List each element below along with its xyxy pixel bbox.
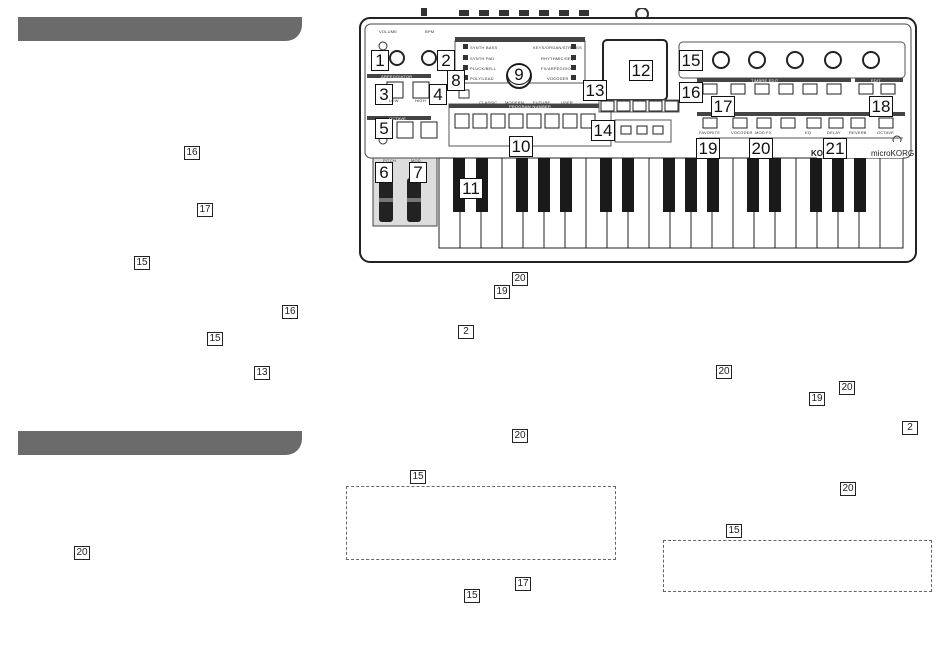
callout-17: 17 [711,96,735,117]
ref-marker: 17 [197,203,213,217]
ref-marker: 15 [410,470,426,484]
ref-marker: 2 [902,421,918,435]
category-label: FX/ARPEGGIO [541,66,571,71]
panel-label: HIGH [415,98,426,103]
panel-label: MOD [411,158,421,163]
ref-marker: 20 [512,429,528,443]
panel-label: OCTAVE [389,116,407,121]
callout-18: 18 [869,96,893,117]
note-box [663,540,932,592]
callout-19: 19 [696,138,720,159]
synth-front-panel: KORG microKORG 1 2 3 4 5 6 7 8 9 10 11 1… [359,7,919,266]
callout-15: 15 [679,50,703,71]
panel-label: ARPEGGIATOR [381,74,413,79]
panel-label: OCTAVE [877,130,895,135]
callout-11: 11 [459,178,483,199]
callout-8: 8 [447,70,465,91]
panel-label: TIMBRE EDIT [751,78,779,83]
category-label: RHYTHMIC/SEQ [541,56,575,61]
ref-marker: 15 [464,589,480,603]
panel-label: BPM [425,29,435,34]
category-label: POLY/LEAD [470,76,494,81]
ref-marker: 20 [840,482,856,496]
callout-1: 1 [371,50,389,71]
ref-marker: 20 [839,381,855,395]
callout-6: 6 [375,162,393,183]
callout-13: 13 [583,80,607,101]
ref-marker: 20 [512,272,528,286]
section-header-bar [18,17,302,41]
ref-marker: 19 [809,392,825,406]
callout-14: 14 [591,120,615,141]
synth-panel-drawing [359,7,917,263]
panel-label: MOD FX [755,130,772,135]
panel-label: MODERN [505,100,524,105]
callout-3: 3 [375,84,393,105]
category-label: SYNTH PAD [470,56,495,61]
category-label: KEYS/ORGAN/STRINGS [533,45,582,50]
ref-marker: 20 [74,546,90,560]
ref-marker: 17 [515,577,531,591]
panel-label: EQ [805,130,812,135]
callout-4: 4 [429,84,447,105]
callout-10: 10 [509,136,533,157]
model-name: microKORG [871,149,915,158]
panel-label: USER [561,100,573,105]
panel-label: DELAY [827,130,841,135]
callout-21: 21 [823,138,847,159]
panel-label: FAVORITE [699,130,721,135]
ref-marker: 13 [254,366,270,380]
callout-9: 9 [507,64,531,85]
ref-marker: 16 [282,305,298,319]
panel-label: CLASSIC [479,100,498,105]
callout-16: 16 [679,82,703,103]
callout-12: 12 [629,60,653,81]
panel-label: FUTURE [533,100,551,105]
callout-20: 20 [749,138,773,159]
ref-marker: 15 [134,256,150,270]
callout-7: 7 [409,162,427,183]
callout-5: 5 [375,118,393,139]
panel-label: REVERB [849,130,867,135]
panel-label: VOCODER [731,130,753,135]
panel-label: PROGRAM NUMBER [509,104,551,109]
category-label: VOCODER [547,76,569,81]
category-label: SYNTH BASS [470,45,498,50]
ref-marker: 20 [716,365,732,379]
ref-marker: 19 [494,285,510,299]
ref-marker: 16 [184,146,200,160]
panel-label: EDIT [871,78,881,83]
panel-label: PROGRAM SELECT [499,33,540,38]
callout-2: 2 [437,50,455,71]
ref-marker: 15 [207,332,223,346]
section-header-bar [18,431,302,455]
ref-marker: 2 [458,325,474,339]
note-box [346,486,616,560]
panel-label: LOW [389,98,399,103]
panel-label: VOLUME [379,29,398,34]
category-label: PLUCK/BELL [470,66,497,71]
panel-label: PITCH [383,158,396,163]
ref-marker: 15 [726,524,742,538]
